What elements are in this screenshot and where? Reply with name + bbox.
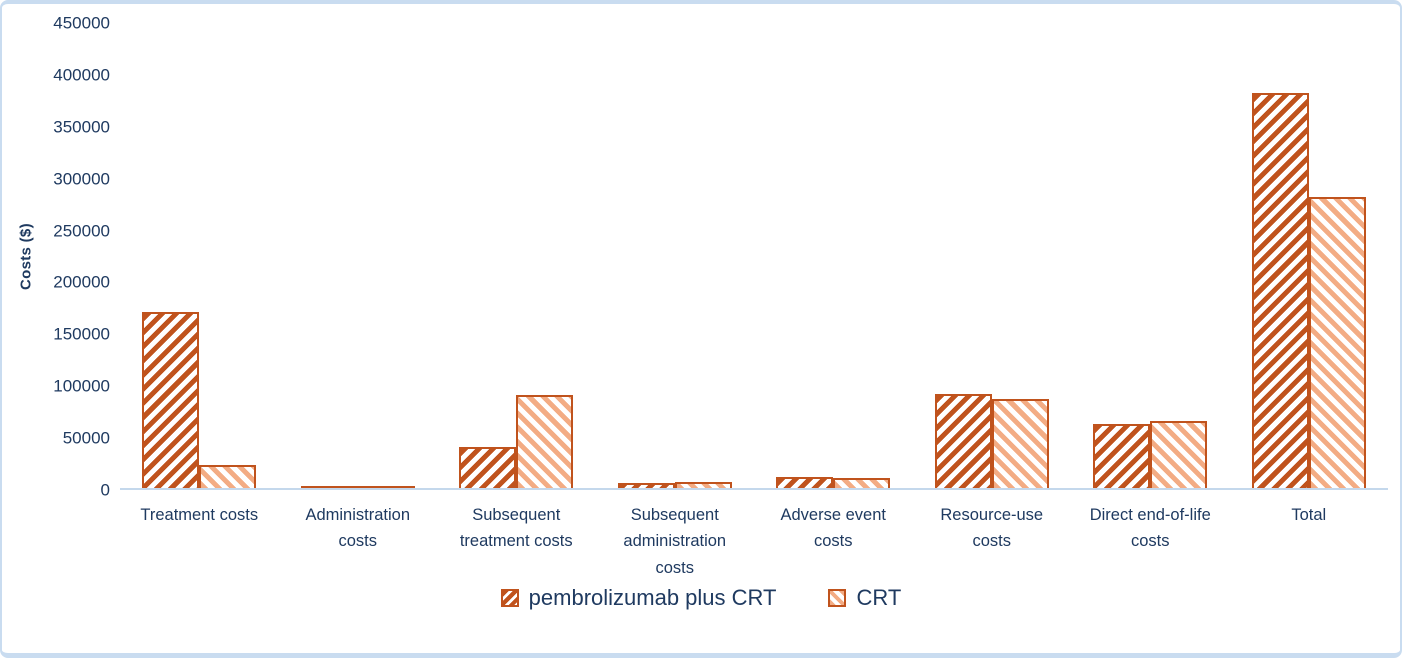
bar-group-8 (1230, 23, 1389, 488)
bar-series2-cat8 (1308, 196, 1366, 488)
y-axis-title: Costs ($) (17, 223, 35, 290)
y-axis-tick-label: 400000 (53, 65, 110, 85)
plot-row: Costs ($) 0 50000 100000 150000 200000 250000… (2, 15, 1388, 499)
bar-series1-cat6 (934, 393, 992, 488)
bar-series2-cat6 (991, 399, 1049, 488)
bar-group-2 (279, 23, 438, 488)
bar-group-1 (120, 23, 279, 488)
x-axis-label-3: Subsequent treatment costs (459, 506, 573, 551)
bar-series1-cat2 (300, 485, 358, 488)
bar-series1-cat7 (1093, 423, 1151, 488)
y-axis-tick-label: 150000 (53, 324, 110, 344)
x-axis-label-5: Adverse event costs (780, 506, 886, 551)
legend-item-series2: CRT (828, 585, 901, 611)
y-axis-tick-label: 350000 (53, 117, 110, 137)
bar-series2-cat4 (674, 481, 732, 488)
y-axis-tick-label: 0 (100, 480, 110, 500)
y-axis-tick-label: 300000 (53, 169, 110, 189)
x-axis-label-4: Subsequent administration costs (623, 506, 727, 577)
bar-group-3 (437, 23, 596, 488)
y-axis-tick-label: 450000 (53, 13, 110, 33)
bar-group-4 (596, 23, 755, 488)
bar-series1-cat3 (459, 446, 517, 488)
y-axis-tick-label: 50000 (62, 428, 110, 448)
y-axis-tick-label: 100000 (53, 376, 110, 396)
x-axis-label-1: Treatment costs (140, 506, 259, 524)
x-axis-label-2: Administration costs (305, 506, 411, 551)
y-axis-tick-label: 200000 (53, 272, 110, 292)
x-axis-label-8: Total (1291, 506, 1327, 524)
legend-swatch-icon (828, 589, 847, 608)
bar-group-5 (754, 23, 913, 488)
y-axis-ticks: 0 50000 100000 150000 200000 250000 300000 3500… (50, 15, 120, 499)
bar-series1-cat8 (1251, 93, 1309, 488)
bar-series2-cat2 (357, 485, 415, 488)
bar-series1-cat4 (617, 482, 675, 488)
x-axis-label-6: Resource-use costs (940, 506, 1044, 551)
legend-item-series1: pembrolizumab plus CRT (500, 585, 777, 611)
legend-label: pembrolizumab plus CRT (528, 585, 777, 611)
bar-series1-cat5 (776, 476, 834, 488)
plot-area (120, 23, 1388, 490)
bar-series2-cat7 (1150, 420, 1208, 488)
bar-series2-cat3 (516, 395, 574, 488)
y-axis-tick-label: 250000 (53, 221, 110, 241)
x-axis-label-7: Direct end-of-life costs (1089, 506, 1211, 551)
legend-label: CRT (856, 585, 902, 611)
bar-series2-cat1 (199, 465, 257, 488)
bar-series2-cat5 (833, 477, 891, 488)
bar-series1-cat1 (142, 312, 200, 488)
legend: pembrolizumab plus CRT CRT (2, 585, 1400, 611)
x-axis-labels: Treatment costs Administration costs Subse… (120, 490, 1388, 581)
bar-group-7 (1071, 23, 1230, 488)
bar-group-6 (913, 23, 1072, 488)
legend-swatch-icon (500, 589, 519, 608)
